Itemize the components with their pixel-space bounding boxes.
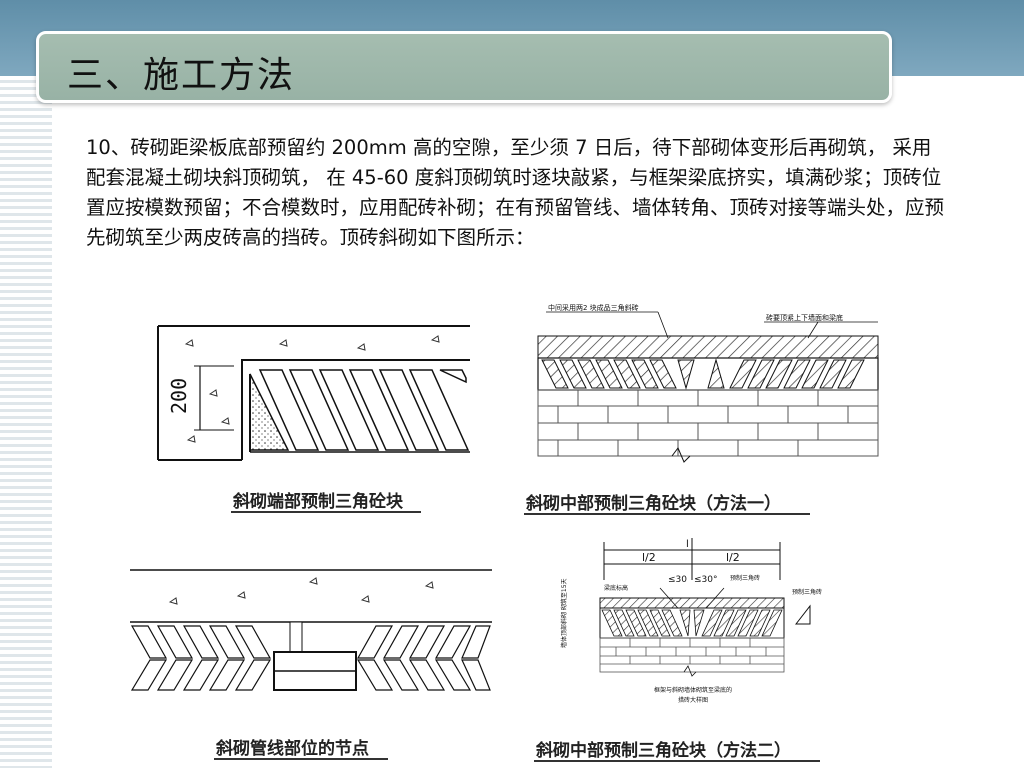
- title-banner: 三、施工方法: [36, 31, 892, 103]
- end-triangle-drawing: 200: [157, 325, 470, 461]
- dim-half-right: l/2: [726, 551, 740, 564]
- label-bottom-1: 框架与斜砌墙体砌筑至梁底的: [654, 686, 732, 694]
- caption-fig2: 斜砌中部预制三角砼块（方法一）: [526, 494, 781, 514]
- caption-underline: [524, 513, 810, 515]
- figure-middle-method2: l l/2 l/2 ≤30 ≤30° 梁底标高 预制三角砖 预制三角砖 墙体顶部…: [548, 536, 848, 726]
- dim-half-left: l/2: [642, 551, 656, 564]
- dimension-label: 200: [167, 378, 191, 414]
- label-triangle-top: 预制三角砖: [730, 574, 760, 582]
- pipe-node-drawing: [130, 569, 492, 691]
- label-beam-level: 梁底标高: [604, 584, 628, 592]
- caption-fig3: 斜砌管线部位的节点: [216, 739, 369, 759]
- label-bottom-2: 措砖大样图: [678, 696, 708, 704]
- caption-fig1: 斜砌端部预制三角砼块: [233, 492, 403, 512]
- figure-pipe-node: [126, 556, 496, 716]
- label-side: 墙体顶部斜砌 砌筑至15天: [560, 578, 568, 648]
- body-paragraph: 10、砖砌距梁板底部预留约 200mm 高的空隙，至少须 7 日后，待下部砌体变…: [86, 136, 945, 249]
- caption-underline: [231, 511, 421, 513]
- slide-title: 三、施工方法: [67, 55, 296, 96]
- caption-underline: [214, 758, 388, 760]
- figure-end-triangle: 200: [150, 322, 480, 462]
- middle-method1-drawing: 中间采用两2 块成品三角斜砖 砖要顶紧上下墙面和梁底: [537, 303, 879, 463]
- dim-total: l: [686, 539, 689, 550]
- decorative-stripes: [0, 76, 52, 768]
- note-left: 中间采用两2 块成品三角斜砖: [548, 303, 639, 312]
- label-triangle-right: 预制三角砖: [792, 588, 822, 596]
- figure-middle-method1: 中间采用两2 块成品三角斜砖 砖要顶紧上下墙面和梁底: [518, 296, 888, 466]
- middle-method2-drawing: l l/2 l/2 ≤30 ≤30° 梁底标高 预制三角砖 预制三角砖 墙体顶部…: [560, 538, 822, 704]
- caption-fig4: 斜砌中部预制三角砼块（方法二）: [536, 741, 791, 761]
- angle-right: ≤30°: [694, 575, 718, 585]
- note-right: 砖要顶紧上下墙面和梁底: [766, 313, 843, 322]
- caption-underline: [534, 760, 820, 762]
- angle-left: ≤30: [668, 575, 687, 585]
